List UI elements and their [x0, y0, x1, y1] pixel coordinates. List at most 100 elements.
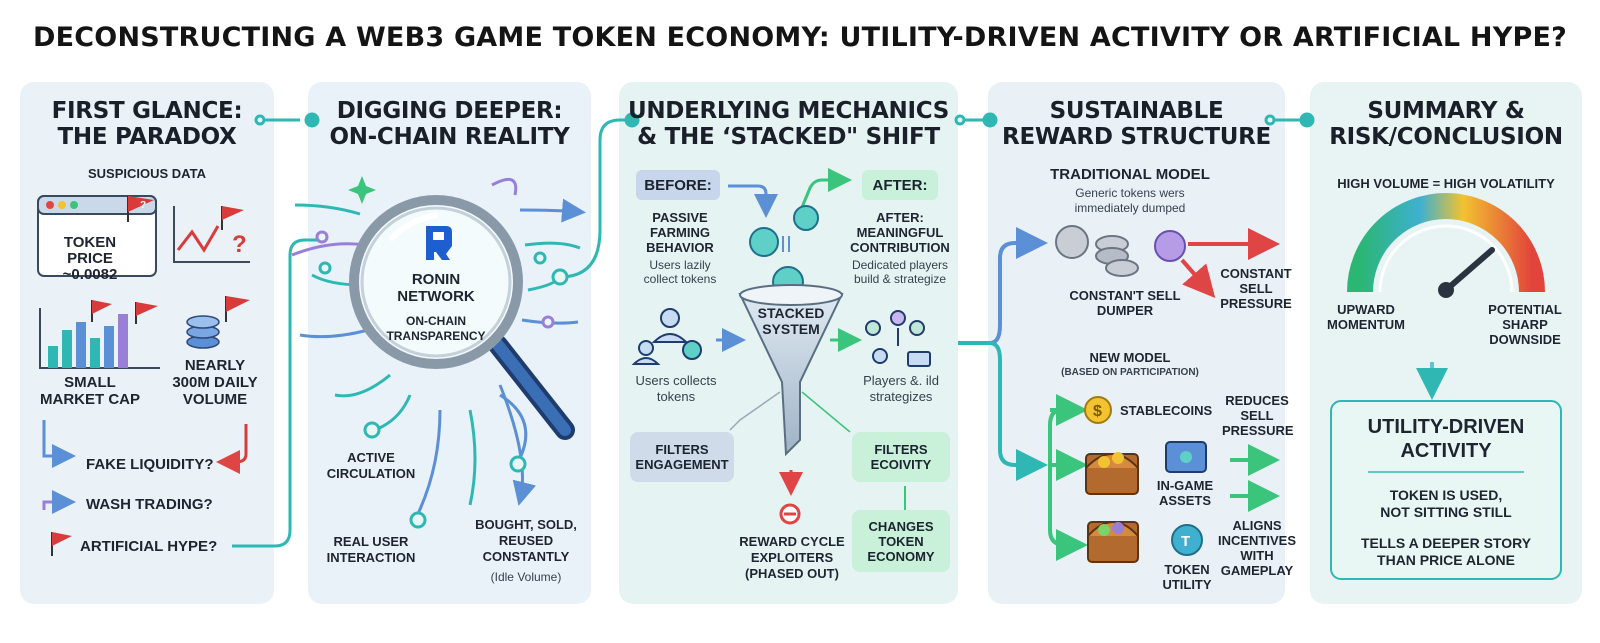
fake-liquidity-question: FAKE LIQUIDITY? — [86, 456, 214, 473]
game-card-icon — [1165, 441, 1207, 473]
traditional-model-label: TRADITIONAL MODEL — [1050, 166, 1210, 183]
exploiters-line1: REWARD CYCLE — [739, 534, 845, 549]
flow-arrows — [716, 328, 906, 510]
traditional-desc-line2: immediately dumped — [1074, 201, 1186, 215]
passive-desc-line1: Users lazily — [649, 258, 711, 272]
players-icon — [865, 310, 931, 367]
pressure-line1: CONSTANT — [1220, 266, 1292, 281]
idle-volume-note: (Idle Volume) — [490, 570, 562, 584]
active-circulation-line2: CIRCULATION — [326, 466, 416, 481]
browser-window-icon — [37, 195, 157, 277]
aligns-line4: GAMEPLAY — [1220, 563, 1294, 578]
exploiters-line2: EXPLOITERS — [750, 550, 834, 565]
story-line2: THAN PRICE ALONE — [1377, 552, 1515, 568]
small-market-cap-line1: SMALL — [64, 374, 116, 391]
fifth-heading-line1: SUMMARY & — [1367, 98, 1525, 124]
players-line1: Players &. ild — [863, 373, 939, 388]
story-line1: TELLS A DEEPER STORY — [1360, 535, 1532, 551]
volume-line1: NEARLY — [184, 357, 246, 374]
token-price-line1: TOKEN — [63, 234, 117, 251]
network-nodes — [315, 230, 569, 529]
volume-line2: 300M DAILY — [172, 374, 258, 391]
real-user-line1: REAL USER — [333, 534, 409, 549]
upward-line1: UPWARD — [1337, 302, 1395, 317]
reduces-line3: PRESSURE — [1222, 423, 1294, 438]
coin-pile-icon — [1055, 225, 1186, 277]
token-coins-icon — [749, 205, 819, 298]
in-game-line1: IN-GAME — [1156, 478, 1214, 493]
bar-chart-icon — [39, 300, 160, 369]
volume-line3: VOLUME — [182, 391, 248, 408]
second-heading-line2: ON-CHAIN REALITY — [329, 124, 570, 150]
svg-text:T: T — [1181, 533, 1190, 550]
before-tag: BEFORE: — [636, 170, 720, 200]
third-heading-line1: UNDERLYING MECHANICS — [627, 98, 950, 124]
ronin-logo-icon — [426, 226, 452, 260]
branch-arrows — [958, 227, 1088, 561]
fourth-heading-line2: REWARD STRUCTURE — [1002, 124, 1271, 150]
token-price-value: ~0.0082 — [62, 266, 118, 283]
token-utility-icon: T — [1171, 524, 1203, 556]
sell-pressure-arrows — [1180, 228, 1280, 299]
first-heading-line2: THE PARADOX — [57, 124, 237, 150]
active-circulation-line1: ACTIVE — [347, 450, 395, 465]
after-tag: AFTER: — [862, 170, 938, 200]
volatility-gauge-icon — [1347, 193, 1545, 298]
after-title-line2: MEANINGFUL — [856, 225, 944, 240]
red-flag-icon: ? — [127, 196, 154, 222]
filters-engagement-line2: ENGAGEMENT — [635, 457, 729, 472]
users-icon — [631, 308, 702, 365]
stacked-system-line2: SYSTEM — [762, 321, 820, 337]
real-user-line2: INTERACTION — [326, 550, 416, 565]
magnifying-glass-icon — [349, 195, 575, 440]
sparkle-icon — [348, 176, 376, 204]
before-to-funnel-arrow — [728, 168, 852, 218]
users-collects-line1: Users collects — [635, 373, 717, 388]
bought-sold-line2: REUSED — [498, 533, 554, 548]
panel-connectors — [232, 112, 1315, 548]
ronin-network-line2: NETWORK — [397, 288, 475, 305]
after-title-line1: AFTER: — [876, 210, 924, 225]
after-desc-line1: Dedicated players — [851, 258, 949, 272]
svg-text:?: ? — [232, 231, 247, 258]
pressure-line3: PRESSURE — [1220, 296, 1292, 311]
downside-line2: SHARP — [1502, 317, 1548, 332]
reduces-line2: SELL — [1240, 408, 1274, 423]
conclusion-box — [1330, 400, 1562, 580]
fifth-heading-line2: RISK/CONCLUSION — [1329, 124, 1563, 150]
pressure-line2: SELL — [1239, 281, 1273, 296]
stablecoin-icon: $ — [1084, 396, 1112, 424]
filters-engagement-line1: FILTERS — [655, 442, 709, 457]
after-title-line3: CONTRIBUTION — [850, 240, 950, 255]
panel-reward-structure — [988, 82, 1285, 604]
small-market-cap-line2: MARKET CAP — [40, 391, 140, 408]
users-collects-line2: tokens — [656, 389, 696, 404]
no-entry-icon — [779, 503, 801, 525]
suspicious-data-label: SUSPICIOUS DATA — [88, 166, 206, 181]
transparency-line1: ON-CHAIN — [406, 314, 466, 328]
stacked-system-line1: STACKED — [757, 305, 825, 321]
svg-text:?: ? — [140, 200, 146, 211]
aligns-line1: ALIGNS — [1232, 518, 1282, 533]
ronin-network-line1: RONIN — [411, 271, 461, 288]
aligns-line3: WITH — [1240, 548, 1274, 563]
transparency-line2: TRANSPARENCY — [386, 329, 486, 343]
filters-ecoivity-line2: ECOIVITY — [870, 457, 932, 472]
volatility-label: HIGH VOLUME = HIGH VOLATILITY — [1337, 176, 1555, 191]
question-arrows — [42, 420, 248, 514]
downside-line1: POTENTIAL — [1488, 302, 1562, 317]
page-title: DECONSTRUCTING A WEB3 GAME TOKEN ECONOMY… — [33, 22, 1567, 53]
filters-ecoivity-box: FILTERS ECOIVITY — [852, 432, 950, 482]
in-game-line2: ASSETS — [1158, 493, 1211, 508]
conclusion-line1: UTILITY-DRIVEN — [1367, 416, 1525, 438]
svg-text:$: $ — [1093, 403, 1102, 420]
second-heading-line1: DIGGING DEEPER: — [336, 98, 563, 124]
new-model-sub: (BASED ON PARTICIPATION) — [1061, 367, 1199, 378]
fourth-heading-line1: SUSTAINABLE — [1049, 98, 1224, 124]
changes-line2: TOKEN — [878, 533, 924, 549]
coin-stack-icon — [186, 296, 250, 349]
upward-line2: MOMENTUM — [1327, 317, 1405, 332]
new-model-label: NEW MODEL — [1089, 350, 1171, 365]
players-line2: strategizes — [869, 389, 933, 404]
